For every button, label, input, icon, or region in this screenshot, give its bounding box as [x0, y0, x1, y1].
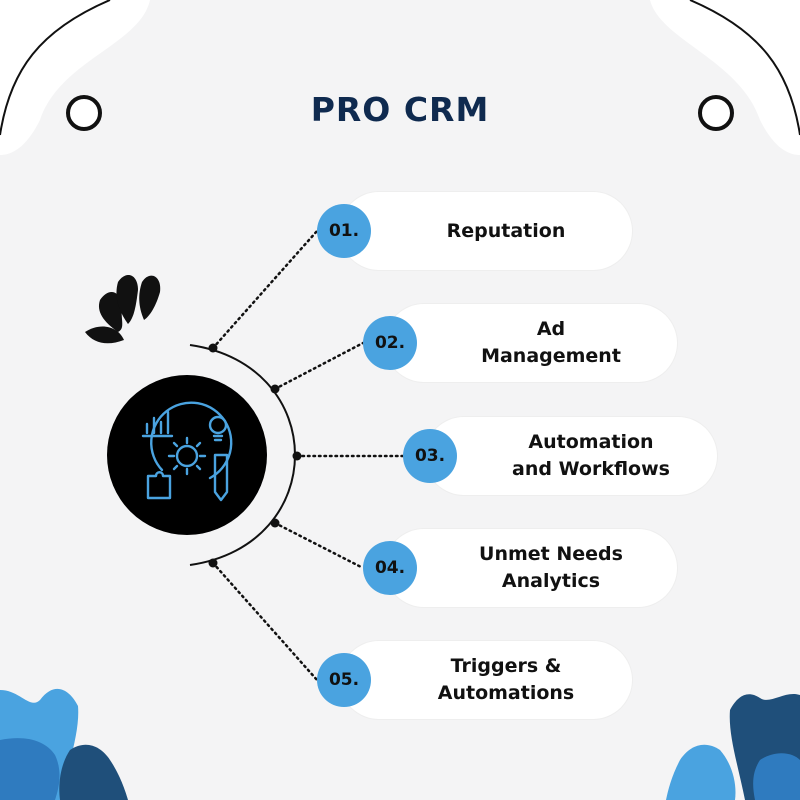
- connector-dot: [208, 343, 218, 353]
- leaf-icon: [666, 693, 800, 800]
- item-label: Reputation: [446, 219, 566, 242]
- burst-strokes-icon: [85, 275, 161, 344]
- connector-lines: [211, 229, 405, 682]
- connector-dot: [208, 558, 218, 568]
- connector-line: [273, 521, 365, 570]
- strategy-gear-chart-bulb-pencil-puzzle-icon: [141, 401, 233, 502]
- item-label: Automation and Workflows: [512, 431, 670, 480]
- item-label: Unmet Needs Analytics: [479, 543, 623, 592]
- leaf-icon: [0, 688, 128, 800]
- connector-dots: [208, 343, 302, 568]
- item-number-badge: 04.: [363, 541, 417, 595]
- item-label: Triggers & Automations: [437, 655, 575, 704]
- connector-dot: [270, 518, 280, 528]
- item-number-badge: 03.: [403, 429, 457, 483]
- hub-circle: [107, 375, 267, 535]
- item-pill-5: Triggers & Automations: [340, 641, 632, 719]
- connector-line: [211, 229, 319, 350]
- item-pill-4: Unmet Needs Analytics: [385, 529, 677, 607]
- item-number-badge: 02.: [363, 316, 417, 370]
- item-pill-2: Ad Management: [385, 304, 677, 382]
- page-title: PRO CRM: [310, 90, 490, 129]
- item-pill-1: Reputation: [340, 192, 632, 270]
- item-label: Ad Management: [481, 318, 621, 367]
- connector-dot: [270, 384, 280, 394]
- item-number-badge: 01.: [317, 204, 371, 258]
- connector-dot: [292, 451, 302, 461]
- item-number-badge: 05.: [317, 653, 371, 707]
- corner-blob-top-left: [0, 0, 150, 155]
- connector-line: [273, 341, 365, 391]
- item-pill-3: Automation and Workflows: [425, 417, 717, 495]
- connector-line: [211, 561, 319, 682]
- ring-right: [698, 95, 734, 131]
- ring-left: [66, 95, 102, 131]
- corner-blob-top-right: [650, 0, 800, 155]
